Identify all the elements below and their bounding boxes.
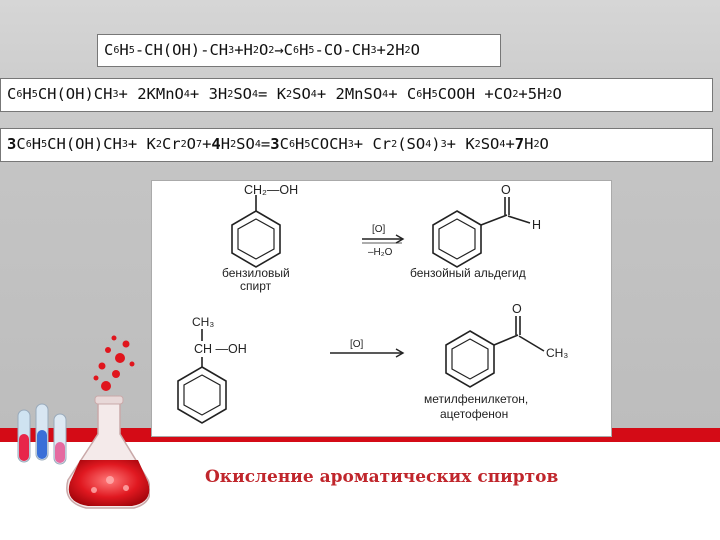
acetophenone-structure xyxy=(445,316,545,388)
label-acetophenone-1: метилфенилкетон, xyxy=(424,392,528,406)
phenylethanol-structure xyxy=(177,329,227,424)
label-benzyl-alcohol-2: спирт xyxy=(240,279,272,293)
benzyl-alcohol-structure xyxy=(231,195,281,268)
benzyl-substituent: CH₂—OH xyxy=(244,183,298,197)
reagent-oxidant-1: [O] xyxy=(372,224,386,235)
aldehyde-hydrogen: H xyxy=(532,218,541,232)
methyl-group: CH₃ xyxy=(192,315,214,329)
reagent-minus-water: –H₂O xyxy=(368,247,393,258)
reaction-arrow-2 xyxy=(330,348,405,358)
aldehyde-oxygen: O xyxy=(501,183,511,197)
divider-gap xyxy=(0,442,720,445)
reagent-oxidant-2: [O] xyxy=(350,339,364,350)
label-benzyl-alcohol-1: бензиловый xyxy=(222,266,290,280)
label-benzaldehyde: бензойный альдегид xyxy=(410,266,526,280)
label-acetophenone-2: ацетофенон xyxy=(440,407,508,421)
ketone-methyl: CH₃ xyxy=(546,346,568,360)
ketone-oxygen: O xyxy=(512,302,522,316)
reaction-arrow-1 xyxy=(362,234,405,244)
benzaldehyde-structure xyxy=(432,197,531,268)
slide-title: Окисление ароматических спиртов xyxy=(205,467,559,487)
reaction-scheme-panel: CH₂—OH бензиловый спирт [O] –H₂O O H бен… xyxy=(151,180,612,437)
flask-illustration xyxy=(17,335,150,509)
carbinol-group: CH —OH xyxy=(194,342,247,356)
